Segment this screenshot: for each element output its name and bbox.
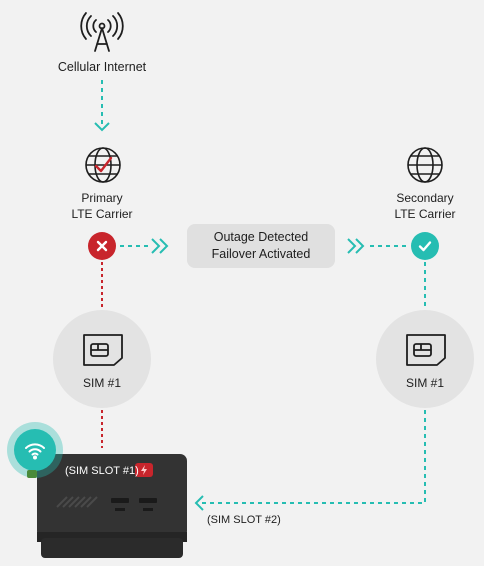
primary-label-line1: Primary [81,191,123,205]
check-icon [418,241,432,252]
double-chevron-right [347,238,357,254]
internet-label: Cellular Internet [57,60,147,74]
primary-sim-circle: SIM #1 [53,310,151,408]
primary-sim-label: SIM #1 [82,376,121,390]
wifi-badge [14,429,56,471]
antenna-nub [27,470,37,478]
secondary-sim-circle: SIM #1 [376,310,474,408]
secondary-sim-label: SIM #1 [405,376,444,390]
primary-label-line2: LTE Carrier [71,207,133,221]
double-chevron-left [151,238,161,254]
failover-message: Outage Detected Failover Activated [187,224,335,268]
x-icon [96,240,108,252]
sim-card-icon [83,334,123,366]
internet-arrow [94,122,110,132]
failover-line1: Outage Detected [213,230,309,244]
antenna-icon [80,10,124,54]
lightning-icon [141,465,147,475]
sim-slot-1-label: (SIM SLOT #1) [65,465,139,477]
secondary-status-badge [411,232,439,260]
router-device: (SIM SLOT #1) [35,452,187,560]
globe-check-icon [83,145,123,185]
sim-card-icon [406,334,446,366]
secondary-label-line2: LTE Carrier [394,207,456,221]
sim-slot-2-label: (SIM SLOT #2) [207,514,281,526]
wifi-badge-glow [7,422,63,478]
secondary-label-line1: Secondary [396,191,454,205]
primary-status-badge [88,232,116,260]
device-arrow [194,495,204,511]
globe-icon [405,145,445,185]
secondary-line-to-device [200,410,426,504]
wifi-icon [25,443,45,460]
power-indicator [135,463,153,477]
failover-line2: Failover Activated [211,247,311,261]
